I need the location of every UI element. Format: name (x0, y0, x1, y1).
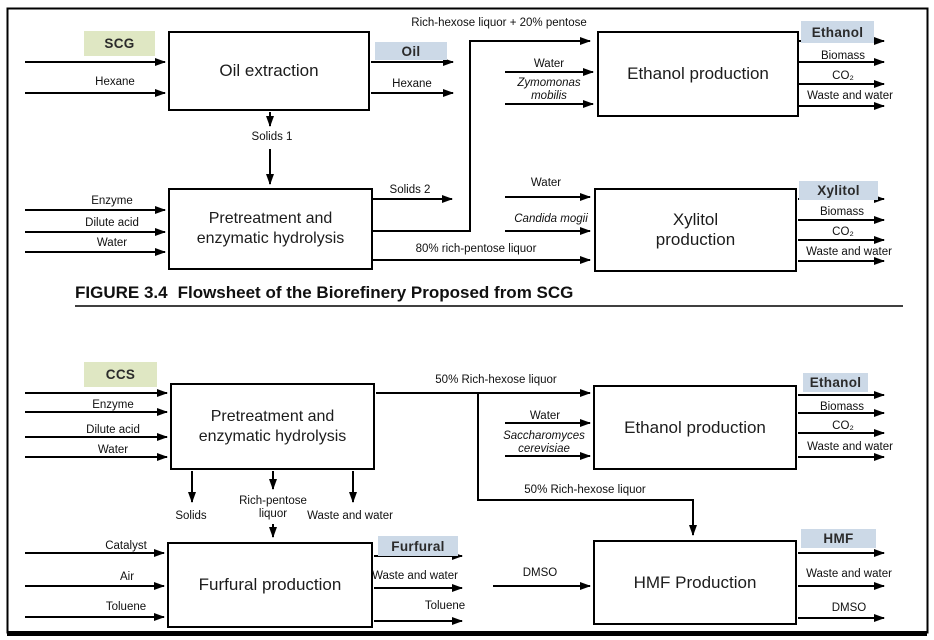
stream-label-zymomonas: Zymomonas mobilis (517, 77, 580, 103)
stream-label-hexane-out: Hexane (392, 78, 432, 90)
pretreatment-label-l1-fig2: Pretreatment and (210, 407, 335, 425)
zymomonas-line1: Zymomonas (517, 77, 581, 89)
stream-label-rich-hexose: Rich-hexose liquor + 20% pentose (411, 17, 587, 29)
figure-caption-text: Flowsheet of the Biorefinery Proposed fr… (177, 283, 574, 302)
stream-label-biomass-eth2: Biomass (819, 401, 865, 413)
stream-label-co2-xyl: CO₂ (832, 226, 854, 238)
ethanol-production-label-fig1: Ethanol production (627, 64, 769, 83)
hmf-production-box: HMF Production (593, 540, 797, 625)
product-tag-xylitol: Xylitol (799, 181, 878, 200)
stream-label-waste-furfural: Waste and water (372, 570, 458, 582)
stream-label-toluene-in: Toluene (105, 601, 147, 613)
ethanol-production-box-fig1: Ethanol production (597, 31, 799, 117)
ethanol-production-label-fig2: Ethanol production (624, 417, 766, 437)
ethanol-production-box-fig2: Ethanol production (593, 385, 797, 470)
pretreatment-box-fig2: Pretreatment and enzymatic hydrolysis (170, 383, 375, 470)
saccharomyces-line1: Saccharomyces (503, 430, 585, 442)
stream-label-dilute-acid-fig1: Dilute acid (85, 217, 139, 229)
stream-label-waste-pretreat: Waste and water (307, 510, 393, 522)
product-tag-furfural: Furfural (378, 536, 458, 556)
pretreatment-box-fig1: Pretreatment and enzymatic hydrolysis (168, 188, 373, 270)
xylitol-label-l2: production (655, 230, 736, 249)
stream-label-saccharomyces: Saccharomyces cerevisiae (503, 430, 585, 456)
furfural-production-box: Furfural production (167, 542, 373, 628)
stream-label-hexane-in: Hexane (95, 76, 135, 88)
product-tag-hmf: HMF (801, 529, 876, 548)
stream-label-water-fig1: Water (96, 237, 128, 249)
hmf-production-label: HMF Production (633, 572, 757, 592)
stream-label-water-fig2: Water (97, 444, 129, 456)
stream-label-dmso-out: DMSO (831, 602, 867, 614)
feed-tag-scg: SCG (84, 31, 155, 56)
rich-pentose-line2: liquor (258, 507, 288, 520)
stream-label-ethanol-water-fig1: Water (533, 58, 565, 70)
stream-label-dmso-in: DMSO (522, 567, 558, 579)
stream-label-toluene-out: Toluene (424, 600, 466, 612)
zymomonas-line2: mobilis (531, 89, 567, 102)
stream-label-enzyme-fig1: Enzyme (91, 195, 133, 207)
product-tag-oil: Oil (375, 42, 447, 60)
stream-label-solids2: Solids 2 (389, 184, 431, 196)
stream-label-air: Air (119, 571, 135, 583)
product-tag-ethanol-fig2: Ethanol (803, 373, 868, 392)
pretreatment-label-l2-fig1: enzymatic hydrolysis (196, 230, 345, 247)
oil-extraction-box: Oil extraction (168, 31, 370, 111)
xylitol-label-l1: Xylitol (672, 210, 719, 229)
stream-label-co2-eth2: CO₂ (832, 420, 854, 432)
stream-label-waste-hmf: Waste and water (806, 568, 892, 580)
stream-label-biomass-eth1: Biomass (820, 50, 866, 62)
oil-extraction-label: Oil extraction (219, 61, 319, 80)
feed-tag-ccs: CCS (84, 362, 157, 387)
furfural-production-label: Furfural production (198, 575, 342, 594)
stream-label-solids-fig2: Solids (175, 510, 207, 522)
stream-label-candida: Candida mogii (514, 213, 588, 225)
stream-label-co2-eth1: CO₂ (832, 70, 854, 82)
stream-label-biomass-xyl: Biomass (819, 206, 865, 218)
figure-caption: FIGURE 3.4 Flowsheet of the Biorefinery P… (75, 283, 573, 303)
stream-label-waste-eth1: Waste and water (807, 90, 893, 102)
stream-label-catalyst: Catalyst (105, 540, 147, 552)
product-tag-ethanol-fig1: Ethanol (801, 21, 874, 43)
stream-label-xylitol-water: Water (530, 177, 562, 189)
stream-label-pentose80: 80% rich-pentose liquor (415, 243, 537, 255)
xylitol-production-box: Xylitol production (594, 188, 797, 272)
figure-caption-number: FIGURE 3.4 (75, 283, 168, 302)
stream-label-ethanol-water-fig2: Water (529, 410, 561, 422)
stream-label-waste-xyl: Waste and water (806, 246, 892, 258)
stream-label-solids1: Solids 1 (251, 131, 293, 143)
stream-label-rich-pentose: Rich-pentose liquor (239, 495, 307, 521)
stream-label-enzyme-fig2: Enzyme (92, 399, 134, 411)
stream-label-waste-eth2: Waste and water (807, 441, 893, 453)
pretreatment-label-l2-fig2: enzymatic hydrolysis (198, 427, 347, 445)
saccharomyces-line2: cerevisiae (518, 442, 570, 455)
pretreatment-label-l1-fig1: Pretreatment and (208, 210, 333, 227)
stream-label-hexose50-bottom: 50% Rich-hexose liquor (524, 484, 646, 496)
stream-label-dilute-acid-fig2: Dilute acid (86, 424, 140, 436)
rich-pentose-line1: Rich-pentose (239, 495, 307, 507)
stream-label-hexose50-top: 50% Rich-hexose liquor (435, 374, 557, 386)
